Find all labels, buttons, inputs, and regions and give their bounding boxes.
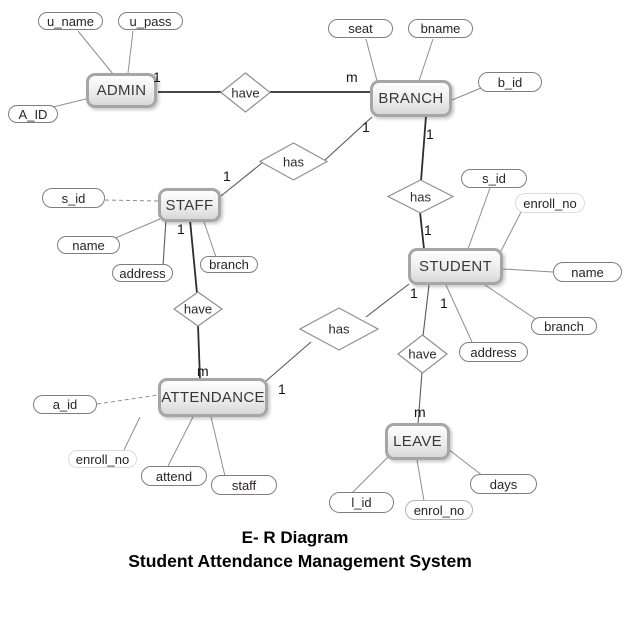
line-staff-attendance [210, 416, 226, 477]
cardinality-have3-leave: m [414, 404, 426, 420]
attribute-days: days [470, 474, 537, 494]
line-address-staff [162, 218, 167, 267]
line-a-id-admin [52, 97, 91, 108]
relationship-diamond-have-admin-branch [220, 72, 271, 113]
cardinality-staff-has1: 1 [223, 168, 231, 184]
attribute-u-name: u_name [38, 12, 103, 30]
attribute-s-id-staff: s_id [42, 188, 105, 208]
cardinality-student-has3: 1 [410, 285, 418, 301]
line-s-id-staff [104, 199, 159, 202]
relationship-label-have-admin-branch: have [231, 85, 260, 100]
line-has2-student [419, 211, 425, 250]
line-l-id-leave [351, 456, 389, 494]
attribute-a-id-attendance: a_id [33, 395, 97, 414]
line-attend-attendance [167, 416, 194, 467]
line-have2-attendance [197, 324, 201, 380]
attribute-attend: attend [141, 466, 207, 486]
line-enroll-no-student [500, 211, 522, 252]
cardinality-attendance-has3: 1 [278, 381, 286, 397]
entity-leave: LEAVE [385, 423, 450, 460]
line-a-id-attendance [96, 394, 159, 405]
attribute-b-id: b_id [478, 72, 542, 92]
relationship-label-has-staff-branch: has [283, 154, 304, 169]
cardinality-has2-student: 1 [424, 222, 432, 238]
relationship-diamond-have-student-leave [397, 334, 448, 374]
attribute-l-id: l_id [329, 492, 394, 513]
line-enrol-no-leave [416, 459, 425, 502]
line-days-leave [447, 448, 484, 477]
relationship-label-has-attendance-student: has [328, 321, 350, 337]
line-staff-have2 [189, 219, 198, 294]
relationship-label-have-staff-attendance: have [183, 301, 213, 317]
entity-admin: ADMIN [86, 73, 157, 108]
diagram-title: E- R Diagram [241, 528, 349, 547]
entity-student: STUDENT [408, 248, 503, 285]
line-seat-branch [365, 38, 378, 82]
line-name-student [502, 268, 554, 273]
line-bname-branch [418, 38, 434, 82]
cardinality-branch-has1: 1 [362, 119, 370, 135]
line-student-has3 [365, 283, 410, 318]
attribute-seat: seat [328, 19, 393, 38]
relationship-diamond-has-branch-student [386, 179, 455, 214]
relationship-label-has-branch-student: has [410, 189, 431, 204]
attribute-enroll-no-attendance: enroll_no [68, 450, 137, 468]
attribute-a-id-admin: A_ID [8, 105, 58, 123]
attribute-enroll-no-student: enroll_no [515, 193, 585, 213]
attribute-enrol-no-leave: enrol_no [405, 500, 473, 520]
diagram-subtitle: Student Attendance Management System [128, 551, 472, 571]
line-u-pass-admin [127, 30, 134, 74]
cardinality-have2-attendance: m [197, 363, 209, 379]
line-branch-has1 [324, 116, 373, 161]
attribute-u-pass: u_pass [118, 12, 183, 30]
entity-attendance: ATTENDANCE [158, 378, 268, 417]
cardinality-branch-has2: 1 [426, 126, 434, 142]
cardinality-staff-have2: 1 [177, 221, 185, 237]
line-s-id-student [467, 187, 491, 250]
line-address-student [445, 284, 473, 343]
line-has3-attendance [265, 341, 312, 382]
line-has1-staff [220, 162, 263, 197]
entity-staff: STAFF [158, 188, 221, 222]
relationship-diamond-have-staff-attendance [172, 291, 224, 327]
line-name-staff [112, 218, 161, 240]
cardinality-admin-have: 1 [153, 69, 161, 85]
line-branch-staff [202, 218, 217, 258]
cardinality-have-branch: m [346, 69, 358, 85]
relationship-label-have-student-leave: have [408, 346, 437, 362]
attribute-bname: bname [408, 19, 473, 38]
relationship-diamond-has-attendance-student [298, 307, 380, 351]
attribute-staff: staff [211, 475, 277, 495]
attribute-branch-staff: branch [200, 256, 258, 273]
attribute-name-student: name [553, 262, 622, 282]
line-branch-has2 [420, 115, 427, 182]
entity-branch: BRANCH [370, 80, 452, 117]
attribute-name-staff: name [57, 236, 120, 254]
line-student-have3 [422, 284, 430, 337]
line-b-id-branch [451, 87, 482, 101]
attribute-address-student: address [459, 342, 528, 362]
attribute-address-staff: address [112, 264, 173, 282]
line-branch-student [484, 284, 538, 321]
line-enroll-no-attendance [122, 416, 141, 453]
line-u-name-admin [77, 30, 114, 75]
attribute-s-id-student: s_id [461, 169, 527, 188]
relationship-diamond-has-staff-branch [258, 142, 329, 181]
cardinality-student-have3: 1 [440, 295, 448, 311]
line-have3-leave [417, 371, 423, 425]
attribute-branch-student: branch [531, 317, 597, 335]
